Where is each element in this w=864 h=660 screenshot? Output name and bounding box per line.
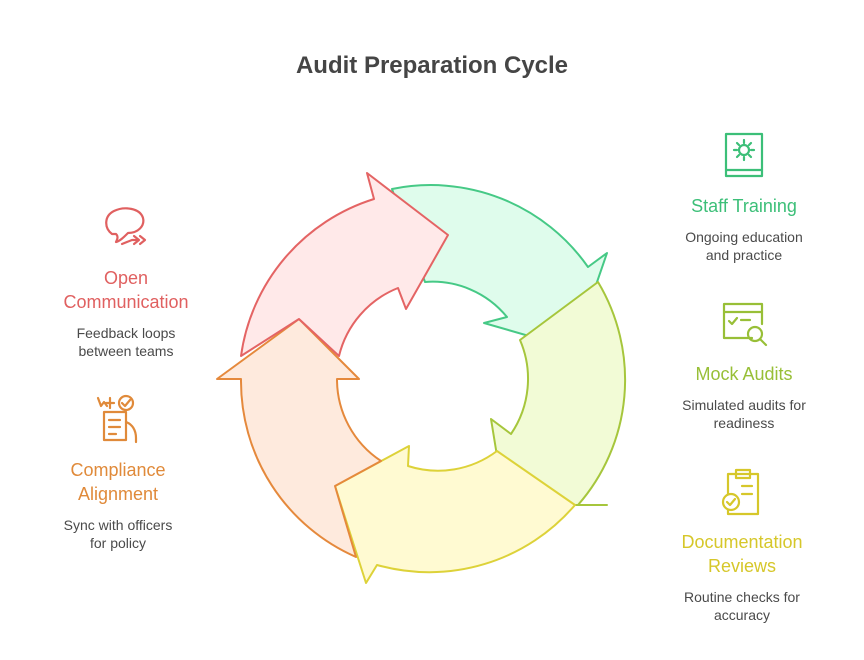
diagram-title: Audit Preparation Cycle: [295, 52, 569, 79]
step-title-line1: Open: [103, 268, 149, 288]
step-title: Staff Training: [691, 196, 797, 216]
step-open-communication: Open Communication Feedback loops betwee…: [36, 200, 216, 360]
step-title: Mock Audits: [695, 364, 793, 384]
step-title-line2: Communication: [63, 292, 189, 312]
step-title-line1: Compliance: [70, 460, 166, 480]
cycle-arrow-open-communication: [240, 172, 449, 357]
gear-book-icon: [724, 132, 764, 178]
step-desc-line1: Feedback loops: [76, 325, 176, 341]
cycle-arrow-compliance-alignment: [216, 318, 382, 558]
cycle-arrow-mock-audits: [490, 281, 627, 506]
cycle-arrow-documentation-reviews: [334, 445, 576, 584]
step-desc-line2: and practice: [705, 247, 783, 263]
step-staff-training: Staff Training Ongoing education and pra…: [654, 128, 834, 264]
step-desc-line1: Ongoing education: [685, 229, 803, 245]
step-compliance-alignment: Compliance Alignment Sync with officers …: [28, 392, 208, 552]
checklist-hand-icon: [96, 394, 138, 444]
step-title-line2: Alignment: [77, 484, 159, 504]
step-mock-audits: Mock Audits Simulated audits for readine…: [654, 296, 834, 432]
step-desc-line1: Routine checks for: [684, 589, 800, 605]
step-desc-line2: between teams: [78, 343, 174, 359]
window-magnifier-icon: [722, 302, 768, 347]
chat-bubble-icon: [105, 207, 147, 246]
step-desc-line1: Simulated audits for: [682, 397, 806, 413]
step-documentation-reviews: Documentation Reviews Routine checks for…: [652, 464, 832, 624]
step-title-line1: Documentation: [681, 532, 803, 552]
step-desc-line1: Sync with officers: [63, 517, 173, 533]
step-desc-line2: readiness: [713, 415, 775, 431]
cycle-arrow-staff-training: [391, 184, 608, 350]
clipboard-check-icon: [721, 468, 760, 516]
step-title-line2: Reviews: [707, 556, 777, 576]
step-desc-line2: accuracy: [713, 607, 771, 623]
step-desc-line2: for policy: [89, 535, 147, 551]
